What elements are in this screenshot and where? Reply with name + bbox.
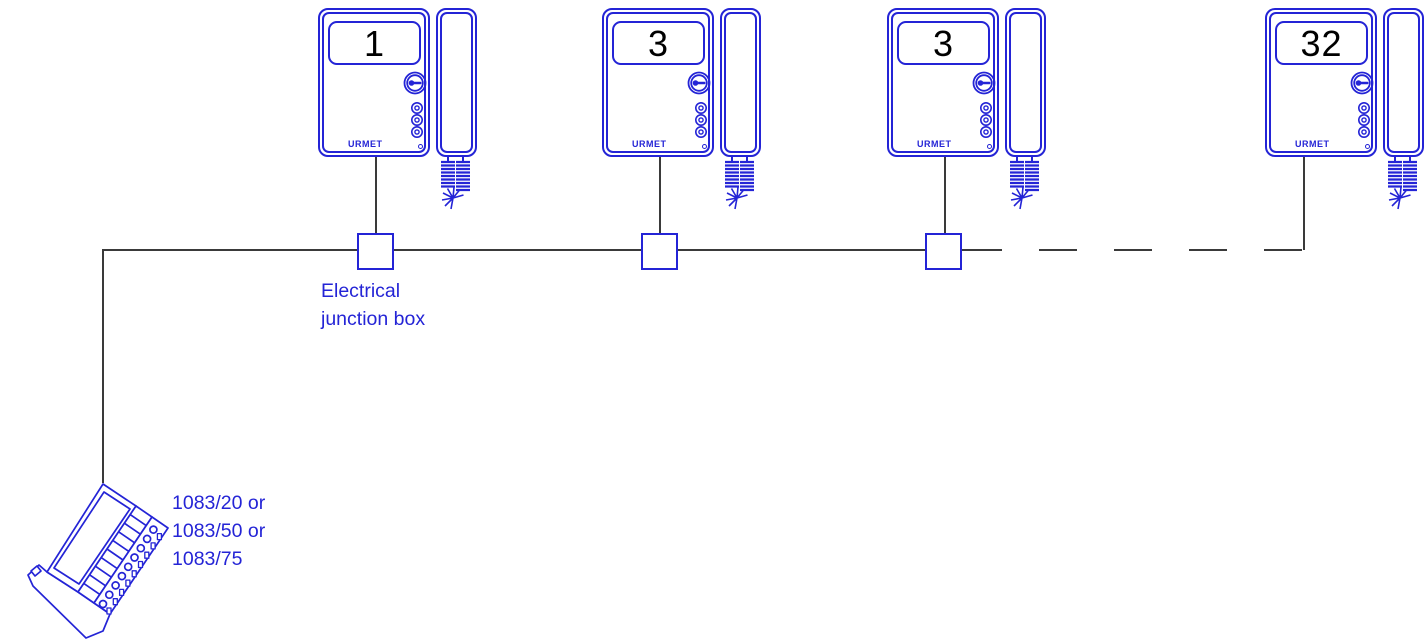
brand-label: URMET	[632, 139, 667, 149]
handset	[1005, 8, 1046, 157]
microphone-dot	[1365, 144, 1370, 149]
unit-display: 32	[1275, 21, 1368, 65]
adjustment-buttons-icon	[695, 102, 707, 138]
junction-box-3	[925, 233, 962, 270]
handset-frame	[1009, 12, 1042, 153]
microphone-dot	[702, 144, 707, 149]
handset-frame	[440, 12, 473, 153]
handset	[720, 8, 761, 157]
handset-cord-icon	[1388, 156, 1417, 210]
brand-label: URMET	[917, 139, 952, 149]
device-model-line1: 1083/20 or	[172, 492, 266, 514]
power-supply-terminal-block-icon	[27, 483, 169, 639]
door-release-key-icon	[403, 71, 427, 95]
door-release-key-icon	[1350, 71, 1374, 95]
unit-display: 3	[612, 21, 705, 65]
unit-display: 1	[328, 21, 421, 65]
handset-cord-icon	[725, 156, 754, 210]
device-model-line2: 1083/50 or	[172, 520, 266, 542]
device-model-label: 1083/20 or 1083/50 or 1083/75	[172, 489, 265, 573]
junction-box-1	[357, 233, 394, 270]
brand-label: URMET	[1295, 139, 1330, 149]
microphone-dot	[987, 144, 992, 149]
intercom-unit-3: 3 URMET	[887, 8, 1047, 210]
handset-cord-icon	[441, 156, 470, 210]
handset-frame	[724, 12, 757, 153]
device-model-line3: 1083/75	[172, 548, 243, 570]
adjustment-buttons-icon	[411, 102, 423, 138]
microphone-dot	[418, 144, 423, 149]
handset	[1383, 8, 1424, 157]
junction-box-label: Electrical junction box	[321, 277, 425, 333]
bus-wire	[102, 249, 964, 483]
adjustment-buttons-icon	[980, 102, 992, 138]
junction-label-line1: Electrical	[321, 280, 401, 302]
intercom-unit-2: 3 URMET	[602, 8, 762, 210]
handset	[436, 8, 477, 157]
door-release-key-icon	[687, 71, 711, 95]
junction-box-2	[641, 233, 678, 270]
brand-label: URMET	[348, 139, 383, 149]
intercom-unit-1: 1 URMET	[318, 8, 478, 210]
unit-display: 3	[897, 21, 990, 65]
junction-label-line2: junction box	[321, 308, 426, 330]
handset-frame	[1387, 12, 1420, 153]
handset-cord-icon	[1010, 156, 1039, 210]
adjustment-buttons-icon	[1358, 102, 1370, 138]
intercom-unit-4: 32 URMET	[1265, 8, 1425, 210]
door-release-key-icon	[972, 71, 996, 95]
